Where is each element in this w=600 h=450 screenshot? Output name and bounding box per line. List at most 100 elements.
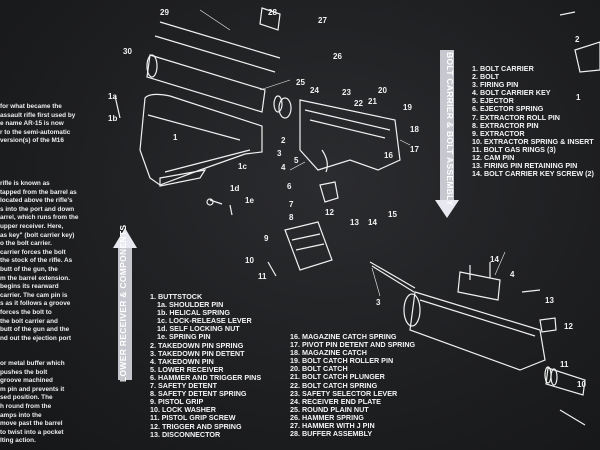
lower-part-item: 13. DISCONNECTOR [150, 429, 221, 439]
part-callout-number: 8 [289, 213, 294, 222]
bolt-part-item: 2. BOLT [472, 72, 500, 82]
part-callout-number: 5 [294, 156, 299, 165]
part-callout-number: 11 [258, 272, 267, 281]
lower-part-item: 16. MAGAZINE CATCH SPRING [290, 332, 397, 341]
lower-part-item: 10. LOCK WASHER [150, 405, 216, 415]
part-callout-number: 1 [576, 93, 581, 102]
bolt-carrier-drawing [409, 291, 546, 371]
text-line: located above the rifle's [0, 197, 73, 205]
buffer-spring-drawing [154, 21, 281, 73]
text-line: upper receiver. Here, [0, 222, 64, 230]
lower-part-item: 22. BOLT CATCH SPRING [290, 380, 378, 390]
bolt-part-item: 9. EXTRACTOR [472, 128, 525, 138]
part-callout-number: 2 [281, 136, 286, 145]
lower-receiver-arrow [113, 228, 137, 380]
text-line: to twist into a pocket [0, 428, 64, 436]
part-callout-number: 1a [108, 92, 117, 101]
lower-part-item: 1a. SHOULDER PIN [157, 300, 224, 310]
part-callout-number: 22 [354, 99, 363, 108]
text-line: carrier. The cam pin is [0, 291, 68, 299]
bolt-part-item: 12. CAM PIN [472, 153, 515, 163]
lower-part-item: 27. HAMMER WITH J PIN [290, 421, 375, 431]
lower-part-item: 1c. LOCK-RELEASE LEVER [157, 316, 252, 326]
part-callout-number: 1b [108, 114, 117, 123]
text-line: r to the semi-automatic [0, 128, 71, 136]
lower-part-item: 1. BUTTSTOCK [150, 292, 203, 301]
part-callout-number: 3 [376, 298, 381, 307]
text-line: rifle is known as [0, 180, 50, 187]
part-callout-number: 16 [384, 151, 393, 160]
bolt-part-item: 3. FIRING PIN [472, 80, 519, 90]
text-line: for what became the [0, 103, 62, 110]
part-callout-number: 4 [281, 163, 286, 172]
part-callout-number: 13 [545, 296, 554, 305]
part-callout-number: 1d [230, 184, 239, 193]
text-line: m pin and prevents it [0, 385, 65, 393]
part-callout-number: 20 [378, 86, 387, 95]
part-callout-number: 14 [490, 255, 499, 264]
part-callout-number: 1e [245, 196, 254, 205]
text-line: amps into the [0, 411, 42, 419]
part-callout-number: 7 [289, 200, 294, 209]
lower-part-item: 1b. HELICAL SPRING [157, 308, 230, 318]
receiver-extension-drawing [146, 54, 266, 113]
part-callout-number: 29 [160, 8, 169, 17]
text-line: carrier forces the bolt [0, 248, 66, 256]
part-callout-number: 2 [575, 35, 580, 44]
part-callout-number: 10 [245, 256, 254, 265]
bolt-part-item: 13. FIRING PIN RETAINING PIN [472, 161, 578, 171]
text-line: groove machined [0, 377, 53, 385]
part-callout-number: 15 [388, 210, 397, 219]
lower-part-item: 5. LOWER RECEIVER [150, 364, 224, 374]
part-callout-number: 26 [333, 52, 342, 61]
bolt-part-item: 11. BOLT GAS RINGS (3) [472, 144, 556, 154]
text-line: begins its rearward [0, 283, 59, 291]
part-callout-number: 14 [368, 218, 377, 227]
part-callout-number: 24 [310, 86, 319, 95]
lower-part-item: 24. RECEIVER END PLATE [290, 396, 381, 406]
lower-receiver-banner: LOWER RECEIVER & COMPONENTS [118, 224, 128, 382]
part-callout-number: 28 [268, 8, 277, 17]
part-callout-number: 27 [318, 16, 327, 25]
buttstock-drawing [139, 93, 263, 186]
part-callout-number: 6 [287, 182, 292, 191]
lower-part-item: 19. BOLT CATCH ROLLER PIN [290, 356, 394, 366]
part-callout-number: 3 [277, 149, 282, 158]
lower-part-item: 21. BOLT CATCH PLUNGER [290, 372, 385, 382]
part-callout-number: 30 [123, 47, 132, 56]
lower-part-item: 11. PISTOL GRIP SCREW [150, 413, 236, 423]
part-callout-number: 23 [342, 88, 351, 97]
lower-part-item: 12. TRIGGER AND SPRING [150, 421, 242, 431]
lower-part-item: 3. TAKEDOWN PIN DETENT [150, 348, 245, 358]
lower-part-item: 1e. SPRING PIN [157, 332, 211, 342]
text-line: nd out the ejection port [0, 334, 72, 342]
lower-part-item: 26. HAMMER SPRING [290, 412, 364, 422]
text-line: as key" (bolt carrier key) [0, 231, 75, 239]
part-callout-number: 10 [577, 380, 586, 389]
bolt-part-item: 7. EXTRACTOR ROLL PIN [472, 112, 560, 122]
bolt-drawing [545, 367, 586, 396]
part-callout-number: 21 [368, 97, 377, 106]
text-line: assault rifle first used by [0, 111, 76, 119]
lower-part-item: 28. BUFFER ASSEMBLY [290, 429, 373, 439]
text-line: version(s) of the M16 [0, 137, 64, 145]
lower-part-item: 25. ROUND PLAIN NUT [290, 404, 369, 414]
text-line: forces the bolt to [0, 308, 52, 316]
bolt-part-item: 1. BOLT CARRIER [472, 64, 534, 73]
text-line: s as it follows a groove [0, 300, 71, 308]
bolt-carrier-arrow [435, 50, 459, 218]
bolt-part-item: 6. EJECTOR SPRING [472, 104, 544, 114]
lower-part-item: 1d. SELF LOCKING NUT [157, 324, 240, 334]
part-callout-number: 17 [410, 145, 419, 154]
part-callout-number: 13 [350, 218, 359, 227]
bolt-part-item: 14. BOLT CARRIER KEY SCREW (2) [472, 169, 594, 179]
text-line: e name AR-15 is now [0, 120, 64, 128]
part-callout-number: 1 [173, 133, 178, 142]
lower-receiver-drawing [299, 99, 401, 171]
lower-part-item: 23. SAFETY SELECTOR LEVER [290, 388, 398, 398]
text-line: or metal buffer which [0, 360, 65, 367]
